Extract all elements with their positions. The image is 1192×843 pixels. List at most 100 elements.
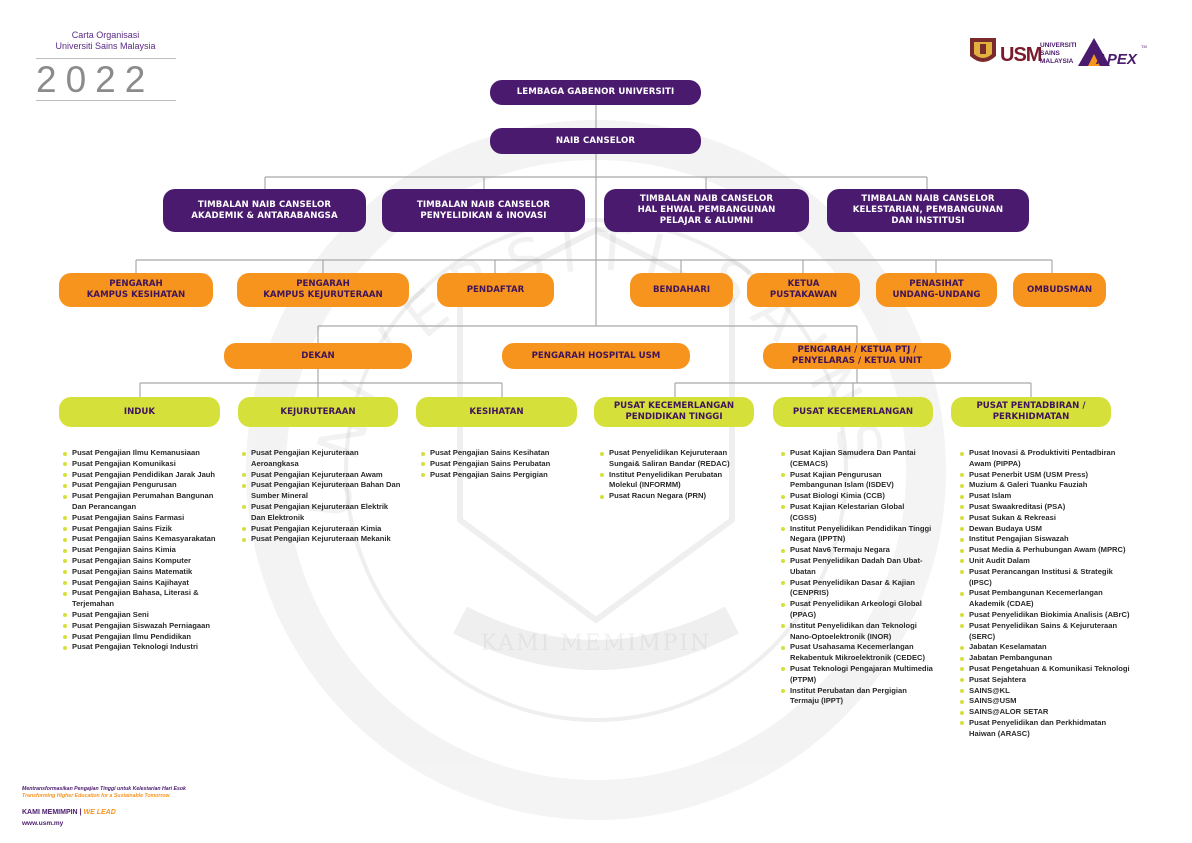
motto: KAMI MEMIMPIN | WE LEAD: [22, 809, 186, 816]
list-item: Pusat Penyelidikan Biokimia Analisis (AB…: [960, 610, 1132, 621]
list-admin-services: Pusat Inovasi & Produktiviti Pentadbiran…: [960, 448, 1132, 740]
list-item: Institut Perubatan dan Pergigian Termaju…: [781, 686, 933, 708]
tagline-english: Transforming Higher Education for a Sust…: [22, 793, 170, 799]
list-item: Pusat Swaakreditasi (PSA): [960, 502, 1132, 513]
list-item: Pusat Pengajian Komunikasi: [63, 459, 223, 470]
list-item: Pusat Pengajian Kejuruteraan Bahan Dan S…: [242, 480, 402, 502]
list-item: Pusat Kajian Samudera Dan Pantai (CEMACS…: [781, 448, 933, 470]
org-box-deputy-student-affairs: TIMBALAN NAIB CANSELOR HAL EHWAL PEMBANG…: [604, 189, 809, 232]
list-item: Pusat Pengajian Sains Kajihayat: [63, 578, 223, 589]
list-item: Pusat Sejahtera: [960, 675, 1132, 686]
list-item: Pusat Pengajian Sains Fizik: [63, 524, 223, 535]
list-item: Dewan Budaya USM: [960, 524, 1132, 535]
list-item: Muzium & Galeri Tuanku Fauziah: [960, 480, 1132, 491]
chart-subtitle: Carta Organisasi Universiti Sains Malays…: [38, 30, 173, 53]
list-item: Pusat Pengajian Sains Pergigian: [421, 470, 581, 481]
usm-name-line-1: UNIVERSITI: [1040, 42, 1077, 49]
category-box-main: INDUK: [59, 397, 220, 427]
list-item: Pusat Pengajian Kejuruteraan Aeroangkasa: [242, 448, 402, 470]
list-item: Pusat Pengajian Sains Matematik: [63, 567, 223, 578]
usm-crest-icon: [970, 38, 996, 62]
list-item: Institut Penyelidikan Pendidikan Tinggi …: [781, 524, 933, 546]
list-excellence-centres: Pusat Kajian Samudera Dan Pantai (CEMACS…: [781, 448, 933, 707]
list-item: Pusat Pengajian Siswazah Perniagaan: [63, 621, 223, 632]
list-item: Pusat Pengajian Sains Kimia: [63, 545, 223, 556]
list-item: Pusat Pengajian Sains Perubatan: [421, 459, 581, 470]
category-box-health: KESIHATAN: [416, 397, 577, 427]
list-item: Pusat Pengajian Sains Komputer: [63, 556, 223, 567]
list-item: Jabatan Keselamatan: [960, 642, 1132, 653]
motto-separator: |: [79, 809, 82, 816]
list-item: Pusat Pengajian Kejuruteraan Awam: [242, 470, 402, 481]
org-box-hospital-director: PENGARAH HOSPITAL USM: [502, 343, 690, 369]
list-item: SAINS@KL: [960, 686, 1132, 697]
org-box-ombudsman: OMBUDSMAN: [1013, 273, 1106, 307]
list-item: Pusat Pengajian Pendidikan Jarak Jauh: [63, 470, 223, 481]
org-box-deputy-academic: TIMBALAN NAIB CANSELOR AKADEMIK & ANTARA…: [163, 189, 366, 232]
category-box-admin-services: PUSAT PENTADBIRAN / PERKHIDMATAN: [951, 397, 1111, 427]
usm-name-line-2: SAINS: [1040, 50, 1061, 57]
list-item: Pusat Pengajian Ilmu Kemanusiaan: [63, 448, 223, 459]
category-box-higher-ed-excellence: PUSAT KECEMERLANGAN PENDIDIKAN TINGGI: [594, 397, 754, 427]
org-box-chief-librarian: KETUA PUSTAKAWAN: [747, 273, 860, 307]
list-item: Pusat Penyelidikan Arkeologi Global (PPA…: [781, 599, 933, 621]
list-item: Pusat Penyelidikan Kejuruteraan Sungai& …: [600, 448, 752, 470]
list-item: Pusat Biologi Kimia (CCB): [781, 491, 933, 502]
usm-name-line-3: MALAYSIA: [1040, 58, 1074, 65]
list-item: Pusat Pengajian Sains Farmasi: [63, 513, 223, 524]
org-box-health-campus-director: PENGARAH KAMPUS KESIHATAN: [59, 273, 213, 307]
subtitle-line-1: Carta Organisasi: [71, 30, 140, 40]
list-item: Institut Penyelidikan Perubatan Molekul …: [600, 470, 752, 492]
list-item: SAINS@ALOR SETAR: [960, 707, 1132, 718]
list-item: Pusat Pengajian Kejuruteraan Kimia: [242, 524, 402, 535]
list-item: Pusat Pengajian Perumahan Bangunan Dan P…: [63, 491, 223, 513]
list-item: Pusat Pengajian Pengurusan: [63, 480, 223, 491]
list-item: Pusat Penyelidikan Dasar & Kajian (CENPR…: [781, 578, 933, 600]
org-box-registrar: PENDAFTAR: [437, 273, 554, 307]
apex-trademark: TM: [1141, 44, 1147, 49]
org-box-vice-chancellor: NAIB CANSELOR: [490, 128, 701, 154]
list-item: Pusat Kajian Pengurusan Pembangunan Isla…: [781, 470, 933, 492]
list-item: Pusat Pengajian Sains Kemasyarakatan: [63, 534, 223, 545]
org-box-engineering-campus-director: PENGARAH KAMPUS KEJURUTERAAN: [237, 273, 409, 307]
apex-triangle-icon: [1078, 38, 1110, 66]
list-item: Pusat Pengajian Bahasa, Literasi & Terje…: [63, 588, 223, 610]
list-item: Pusat Penerbit USM (USM Press): [960, 470, 1132, 481]
list-item: Pusat Teknologi Pengajaran Multimedia (P…: [781, 664, 933, 686]
tagline-malay: Mentransformasikan Pengajian Tinggi untu…: [22, 786, 186, 792]
list-item: Pusat Kajian Kelestarian Global (CGSS): [781, 502, 933, 524]
org-box-ptj-heads: PENGARAH / KETUA PTJ / PENYELARAS / KETU…: [763, 343, 951, 369]
list-item: Institut Penyelidikan dan Teknologi Nano…: [781, 621, 933, 643]
list-item: Pusat Usahasama Kecemerlangan Rekabentuk…: [781, 642, 933, 664]
list-item: Pusat Nav6 Termaju Negara: [781, 545, 933, 556]
list-item: Pusat Penyelidikan Sains & Kejuruteraan …: [960, 621, 1132, 643]
list-item: Pusat Racun Negara (PRN): [600, 491, 752, 502]
list-item: Pusat Pengajian Sains Kesihatan: [421, 448, 581, 459]
list-item: Pusat Pembangunan Kecemerlangan Akademik…: [960, 588, 1132, 610]
org-box-dean: DEKAN: [224, 343, 412, 369]
org-box-bursar: BENDAHARI: [630, 273, 733, 307]
chart-year: 2022: [36, 58, 176, 101]
list-item: SAINS@USM: [960, 696, 1132, 707]
subtitle-line-2: Universiti Sains Malaysia: [55, 41, 156, 52]
list-item: Pusat Inovasi & Produktiviti Pentadbiran…: [960, 448, 1132, 470]
list-item: Pusat Pengetahuan & Komunikasi Teknologi: [960, 664, 1132, 675]
list-item: Pusat Penyelidikan dan Perkhidmatan Haiw…: [960, 718, 1132, 740]
motto-english: WE LEAD: [83, 809, 116, 816]
list-item: Pusat Pengajian Teknologi Industri: [63, 642, 223, 653]
list-item: Pusat Pengajian Ilmu Pendidikan: [63, 632, 223, 643]
org-box-deputy-sustainability: TIMBALAN NAIB CANSELOR KELESTARIAN, PEMB…: [827, 189, 1029, 232]
list-item: Jabatan Pembangunan: [960, 653, 1132, 664]
category-box-engineering: KEJURUTERAAN: [238, 397, 398, 427]
list-item: Institut Pengajian Siswazah: [960, 534, 1132, 545]
website-link[interactable]: www.usm.my: [22, 820, 64, 827]
usm-apex-logos: USM UNIVERSITI SAINS MALAYSIA APEX TM: [970, 38, 1147, 68]
list-item: Pusat Perancangan Institusi & Strategik …: [960, 567, 1132, 589]
list-item: Pusat Pengajian Kejuruteraan Elektrik Da…: [242, 502, 402, 524]
watermark-banner-text: KAMI MEMIMPIN: [481, 631, 712, 656]
org-box-board-of-governors: LEMBAGA GABENOR UNIVERSITI: [490, 80, 701, 105]
list-item: Unit Audit Dalam: [960, 556, 1132, 567]
org-box-legal-advisor: PENASIHAT UNDANG-UNDANG: [876, 273, 997, 307]
